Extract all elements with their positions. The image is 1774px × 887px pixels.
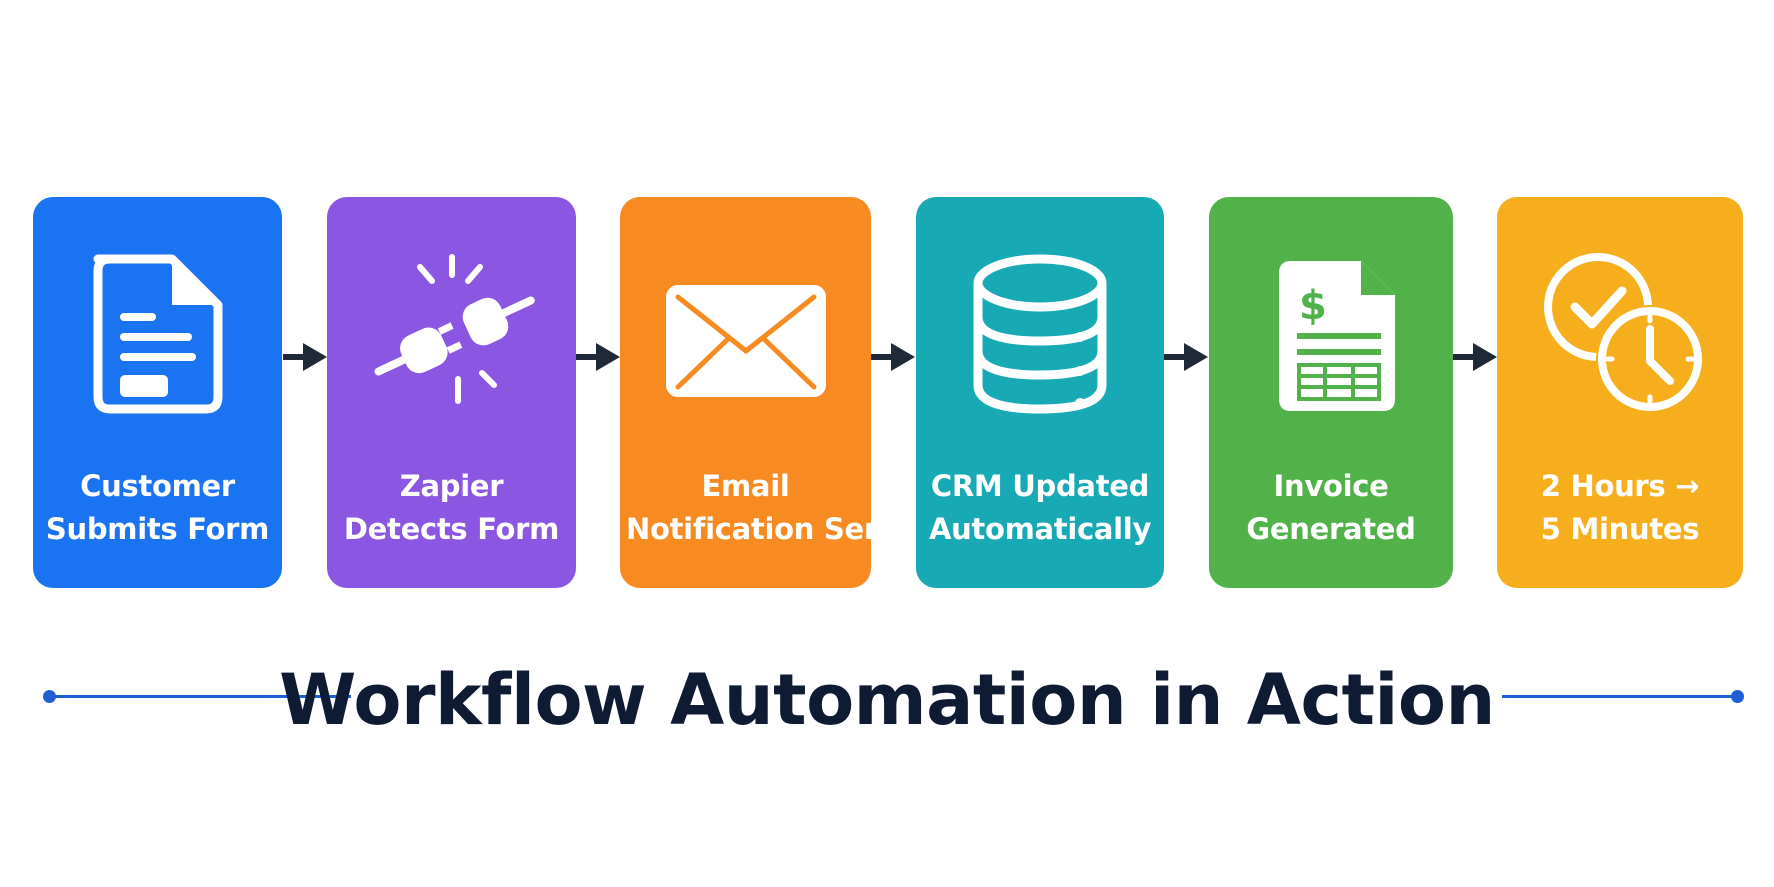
rule-dot-right: [1731, 690, 1744, 703]
step-label-line2: Generated: [1246, 512, 1416, 546]
step-label-line1: Email: [701, 469, 790, 503]
rule-right: [1502, 695, 1737, 698]
step-label-line2: Detects Form: [343, 512, 560, 546]
step-label-line1: Customer: [80, 469, 235, 503]
step-card-zapier-detects-form: Zapier Detects Form: [327, 197, 576, 588]
database-icon: [916, 225, 1164, 425]
step-label-line2: Notification Sent: [626, 512, 898, 546]
step-label-line1: Zapier: [399, 469, 504, 503]
rule-dot-left: [43, 690, 56, 703]
arrow-right-icon: [283, 343, 327, 371]
step-card-invoice-generated: $ Invoice Generated: [1209, 197, 1453, 588]
step-label-line2: Submits Form: [45, 512, 270, 546]
step-card-email-notification-sent: Email Notification Sent: [620, 197, 898, 588]
step-card-crm-updated: CRM Updated Automatically: [916, 197, 1164, 588]
step-label-line2: 5 Minutes: [1540, 512, 1700, 546]
arrow-right-icon: [576, 343, 620, 371]
document-form-icon: [33, 225, 282, 425]
step-label-line1: Invoice: [1273, 469, 1389, 503]
step-label-line1: CRM Updated: [930, 469, 1150, 503]
plug-connect-icon: [327, 225, 576, 425]
step-label: CRM Updated Automatically: [922, 465, 1158, 551]
step-label: Invoice Generated: [1215, 465, 1447, 551]
arrow-right-icon: [1164, 343, 1208, 371]
step-label: Zapier Detects Form: [333, 465, 570, 551]
invoice-icon: $: [1209, 225, 1453, 425]
step-card-customer-submits-form: Customer Submits Form: [33, 197, 282, 588]
envelope-icon: [620, 225, 871, 425]
rule-left: [50, 695, 351, 698]
page-title: Workflow Automation in Action: [279, 659, 1495, 741]
arrow-right-icon: [871, 343, 915, 371]
step-label-line1: 2 Hours →: [1540, 469, 1700, 503]
step-label: Customer Submits Form: [39, 465, 276, 551]
svg-text:$: $: [1299, 283, 1327, 329]
arrow-right-icon: [1453, 343, 1497, 371]
step-label-line2: Automatically: [928, 512, 1152, 546]
step-label: 2 Hours → 5 Minutes: [1503, 465, 1737, 551]
clock-check-icon: [1497, 225, 1743, 425]
step-card-time-saved: 2 Hours → 5 Minutes: [1497, 197, 1743, 588]
step-label: Email Notification Sent: [626, 465, 898, 551]
